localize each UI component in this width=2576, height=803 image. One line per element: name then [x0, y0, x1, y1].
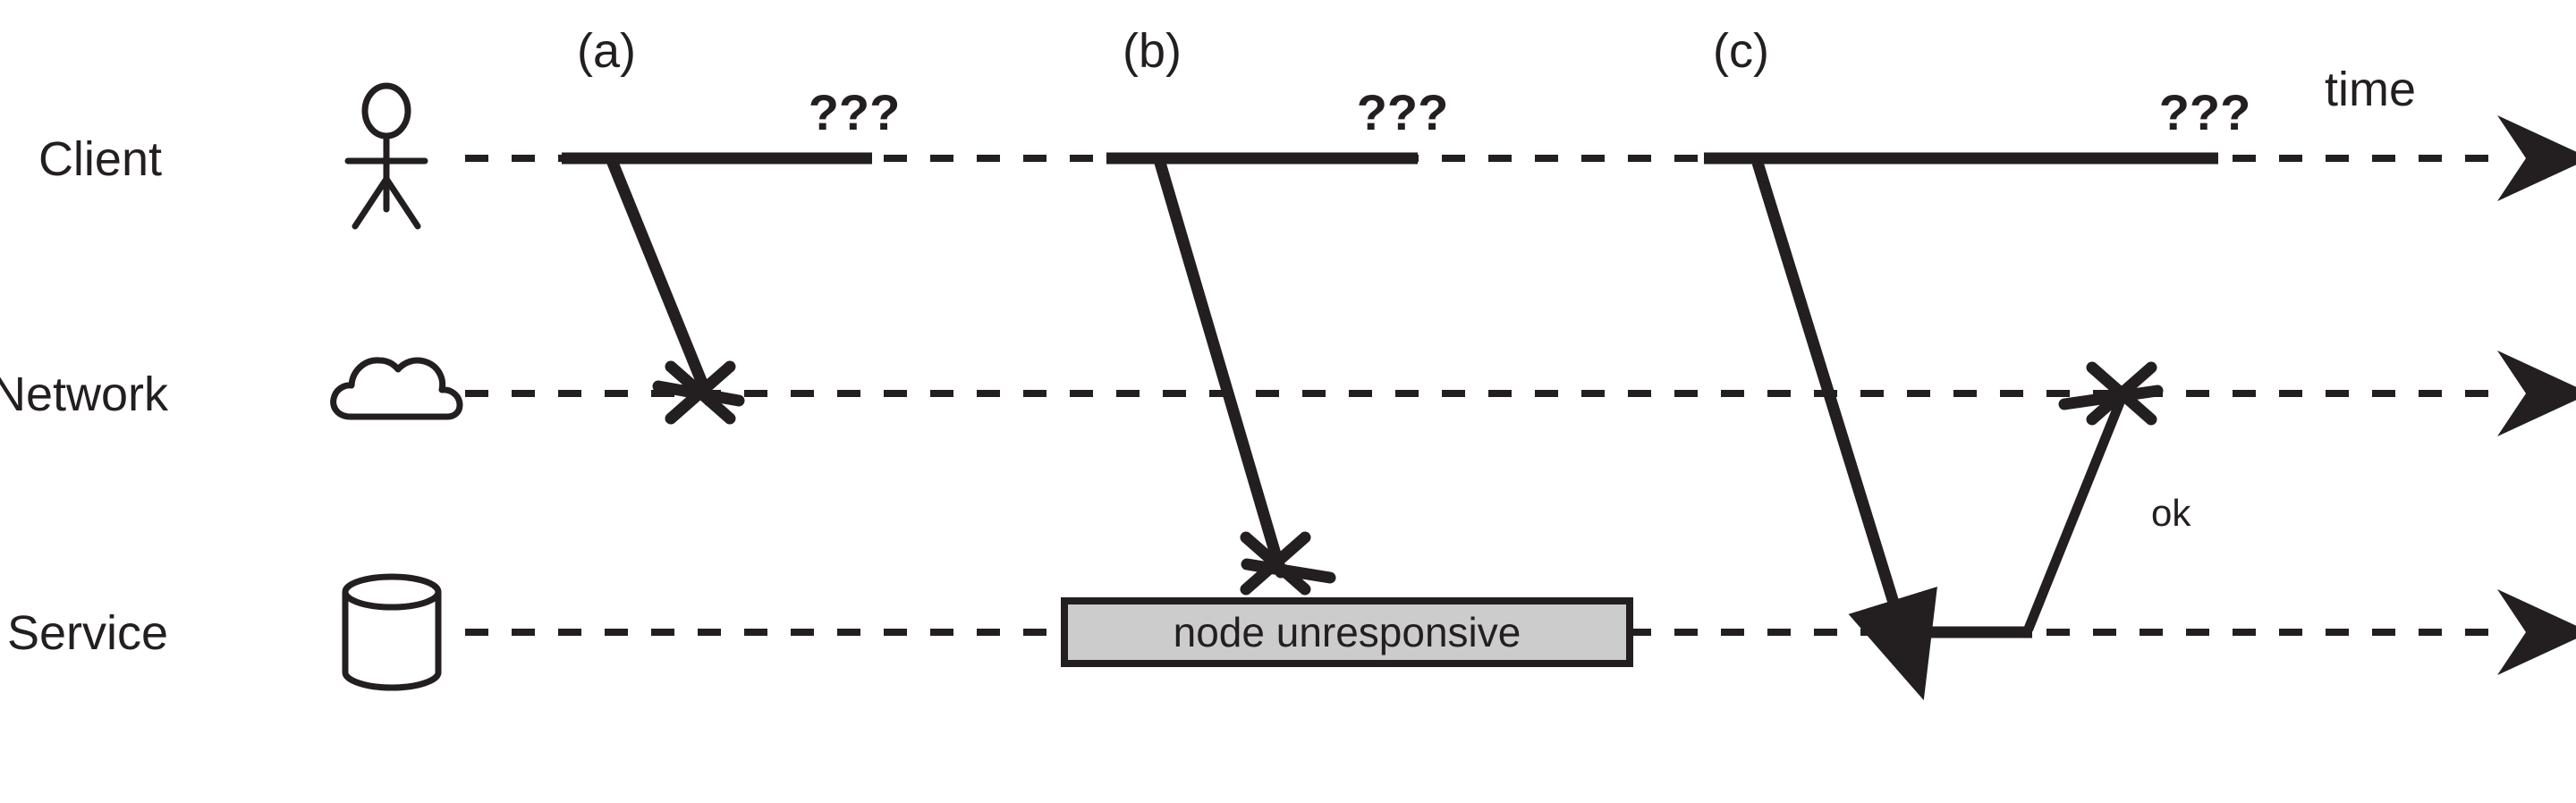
- case-b-uncertainty-label: ???: [1357, 84, 1449, 140]
- lane-label-network: Network: [0, 368, 169, 421]
- cloud-icon: [330, 357, 463, 420]
- x-cross-icon: [652, 360, 745, 425]
- case-c-response-label: ok: [2151, 492, 2191, 534]
- note-box-node-unresponsive: [1061, 597, 1633, 667]
- case-a-label: (a): [577, 24, 636, 78]
- case-c-uncertainty-label: ???: [2159, 84, 2251, 140]
- lane-label-client: Client: [38, 132, 162, 186]
- case-c-request-line: [1751, 161, 1937, 701]
- x-cross-icon: [2058, 361, 2164, 426]
- x-cross-icon: [1240, 531, 1336, 596]
- database-cylinder-icon: [342, 573, 442, 691]
- case-b-label: (b): [1123, 24, 1182, 78]
- case-b-request-line: [1154, 156, 1287, 579]
- case-a-request-line: [606, 156, 716, 407]
- stick-figure-icon: [344, 82, 428, 230]
- note-box-label: node unresponsive: [1174, 609, 1521, 655]
- case-a-group: (a) ???: [562, 24, 901, 425]
- case-c-response-line: [2023, 397, 2125, 634]
- lane-label-service: Service: [7, 606, 168, 660]
- case-b-group: (b) ??? node unresponsive: [1061, 24, 1633, 667]
- case-a-uncertainty-label: ???: [809, 84, 901, 140]
- time-axis-label: time: [2325, 63, 2416, 116]
- case-c-group: (c) ok ???: [1704, 24, 2251, 701]
- case-c-label: (c): [1713, 24, 1769, 78]
